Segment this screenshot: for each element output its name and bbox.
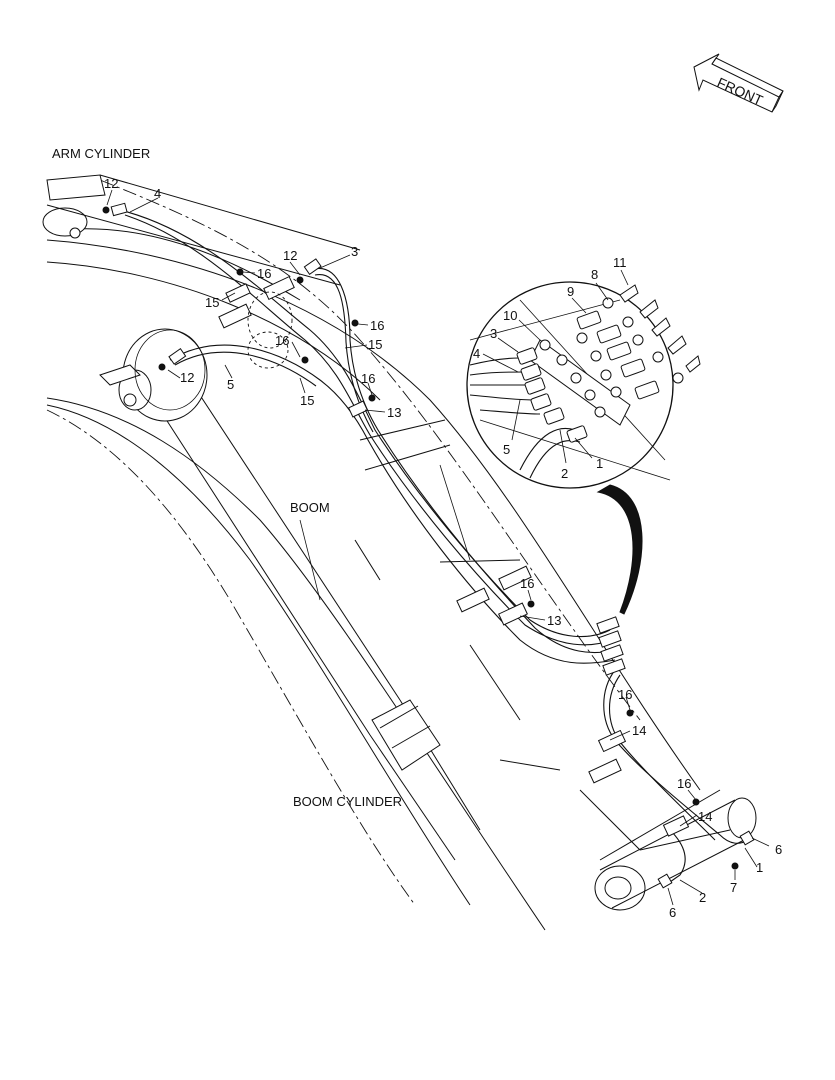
callout-13: 13: [387, 405, 401, 420]
callout-6: 6: [669, 905, 676, 920]
callout-12: 12: [283, 248, 297, 263]
callout-7: 7: [730, 880, 737, 895]
callout-2: 2: [699, 890, 706, 905]
callouts: 12 4 12 3 16 15 16 15 16 12 5 16 15 13 1…: [104, 176, 782, 920]
callout-12: 12: [180, 370, 194, 385]
callout-4: 4: [154, 186, 161, 201]
callout-16: 16: [361, 371, 375, 386]
detail-magnifier: [466, 281, 701, 489]
callout-15: 15: [205, 295, 219, 310]
arm-cylinder-head: [42, 174, 361, 286]
callout-1: 1: [596, 456, 603, 471]
callout-16: 16: [618, 687, 632, 702]
callout-10: 10: [503, 308, 517, 323]
callout-15: 15: [368, 337, 382, 352]
callout-2: 2: [561, 466, 568, 481]
callout-5: 5: [503, 442, 510, 457]
boom-label: BOOM: [290, 500, 330, 515]
callout-3: 3: [490, 326, 497, 341]
callout-16: 16: [257, 266, 271, 281]
front-arrow: FRONT: [693, 53, 784, 113]
callout-16: 16: [520, 576, 534, 591]
callout-11: 11: [613, 255, 627, 270]
detail-pointer: [596, 484, 643, 615]
callout-8: 8: [591, 267, 598, 282]
callout-14: 14: [632, 723, 646, 738]
callout-6: 6: [775, 842, 782, 857]
callout-16: 16: [370, 318, 384, 333]
callout-1: 1: [756, 860, 763, 875]
callout-4: 4: [473, 346, 480, 361]
callout-9: 9: [567, 284, 574, 299]
boom-structure: [46, 179, 731, 931]
callout-13: 13: [547, 613, 561, 628]
callout-16: 16: [275, 333, 289, 348]
leader-lines: [106, 189, 770, 906]
boom-cylinder: [159, 379, 481, 861]
boom-cylinder-label: BOOM CYLINDER: [293, 794, 402, 809]
boom-foot-boss: [594, 797, 757, 911]
detail-circles: [134, 291, 293, 411]
callout-15: 15: [300, 393, 314, 408]
arm-cylinder-label: ARM CYLINDER: [52, 146, 150, 161]
fittings-main: [102, 202, 755, 889]
callout-16: 16: [677, 776, 691, 791]
callout-3: 3: [351, 244, 358, 259]
callout-12: 12: [104, 176, 118, 191]
callout-14: 14: [698, 809, 712, 824]
callout-5: 5: [227, 377, 234, 392]
